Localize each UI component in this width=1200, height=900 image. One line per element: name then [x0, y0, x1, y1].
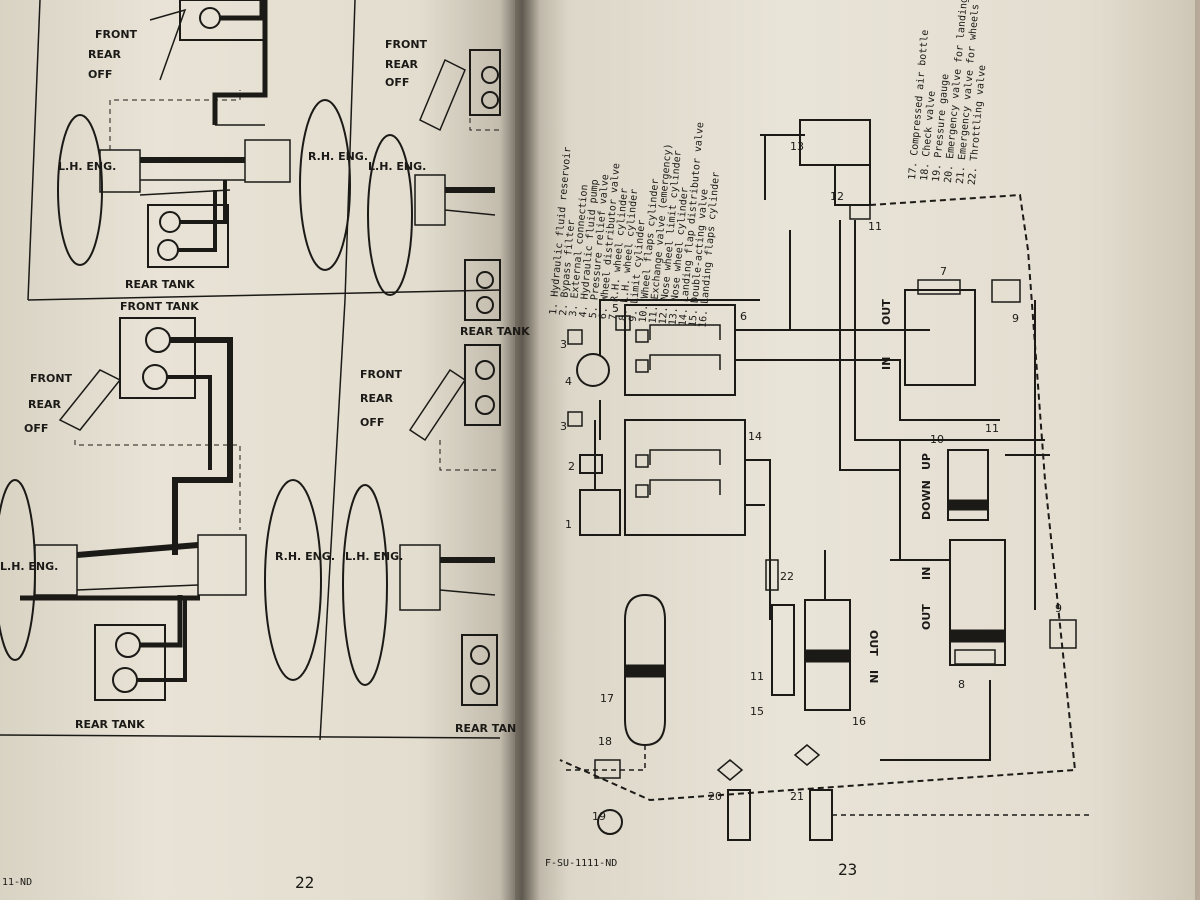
selector-rear-label: REAR	[360, 392, 393, 405]
selector-front-label: FRONT	[95, 28, 138, 41]
component-number: 22	[780, 570, 794, 583]
component-number: 8	[958, 678, 965, 691]
book-gutter-shadow	[500, 0, 540, 900]
right-footer-code: F-SU-1111-ND	[545, 858, 617, 869]
lh-engine-label: L.H. ENG.	[0, 560, 58, 573]
component-number: 15	[750, 705, 764, 718]
component-number: 11	[750, 670, 764, 683]
selector-rear-label: REAR	[28, 398, 61, 411]
component-number: 9	[1012, 312, 1019, 325]
component-number: 11	[868, 220, 882, 233]
legend-right: 17. Compressed air bottle 18. Check valv…	[907, 0, 988, 185]
component-number: 17	[600, 692, 614, 705]
direction-in-label: IN	[920, 567, 933, 580]
component-number: 20	[708, 790, 722, 803]
left-footer-code: 11-ND	[2, 877, 32, 888]
component-number: 3	[560, 338, 567, 351]
direction-out-label: OUT	[867, 630, 880, 656]
lh-engine-label: L.H. ENG.	[368, 160, 426, 173]
selector-front-label: FRONT	[385, 38, 428, 51]
lh-engine-label: L.H. ENG.	[58, 160, 116, 173]
component-number: 13	[790, 140, 804, 153]
selector-rear-label: REAR	[385, 58, 418, 71]
rh-engine-label: R.H. ENG.	[275, 550, 335, 563]
legend-left: 1. Hydraulic fluid reservoir 2. Bypass f…	[548, 122, 722, 329]
direction-out-label: OUT	[880, 299, 893, 325]
component-number: 21	[790, 790, 804, 803]
component-number: 9	[1055, 602, 1062, 615]
component-number: 11	[985, 422, 999, 435]
direction-in-label: IN	[880, 357, 893, 370]
selector-off-label: OFF	[360, 416, 384, 429]
component-number: 7	[940, 265, 947, 278]
selector-front-label: FRONT	[30, 372, 73, 385]
selector-rear-label: REAR	[88, 48, 121, 61]
selector-off-label: OFF	[385, 76, 409, 89]
component-number: 5	[612, 302, 619, 315]
component-number: 12	[830, 190, 844, 203]
left-page	[0, 0, 525, 900]
selector-off-label: OFF	[88, 68, 112, 81]
rear-tank-label: REAR TANK	[125, 278, 195, 291]
component-number: 3	[560, 420, 567, 433]
component-number: 2	[568, 460, 575, 473]
right-page-number: 23	[838, 860, 857, 879]
component-number: 19	[592, 810, 606, 823]
direction-out-label: OUT	[920, 604, 933, 630]
direction-down-label: DOWN	[920, 480, 933, 520]
rh-engine-label: R.H. ENG.	[308, 150, 368, 163]
direction-in-label: IN	[867, 670, 880, 683]
lh-engine-label: L.H. ENG.	[345, 550, 403, 563]
direction-up-label: UP	[920, 453, 933, 470]
rear-tank-label: REAR TANK	[75, 718, 145, 731]
front-tank-label: FRONT TANK	[120, 300, 199, 313]
left-page-number: 22	[295, 873, 314, 892]
selector-off-label: OFF	[24, 422, 48, 435]
component-number: 16	[852, 715, 866, 728]
component-number: 10	[930, 433, 944, 446]
selector-front-label: FRONT	[360, 368, 403, 381]
component-number: 4	[565, 375, 572, 388]
component-number: 14	[748, 430, 762, 443]
right-page	[515, 0, 1195, 900]
component-number: 6	[740, 310, 747, 323]
component-number: 1	[565, 518, 572, 531]
component-number: 18	[598, 735, 612, 748]
